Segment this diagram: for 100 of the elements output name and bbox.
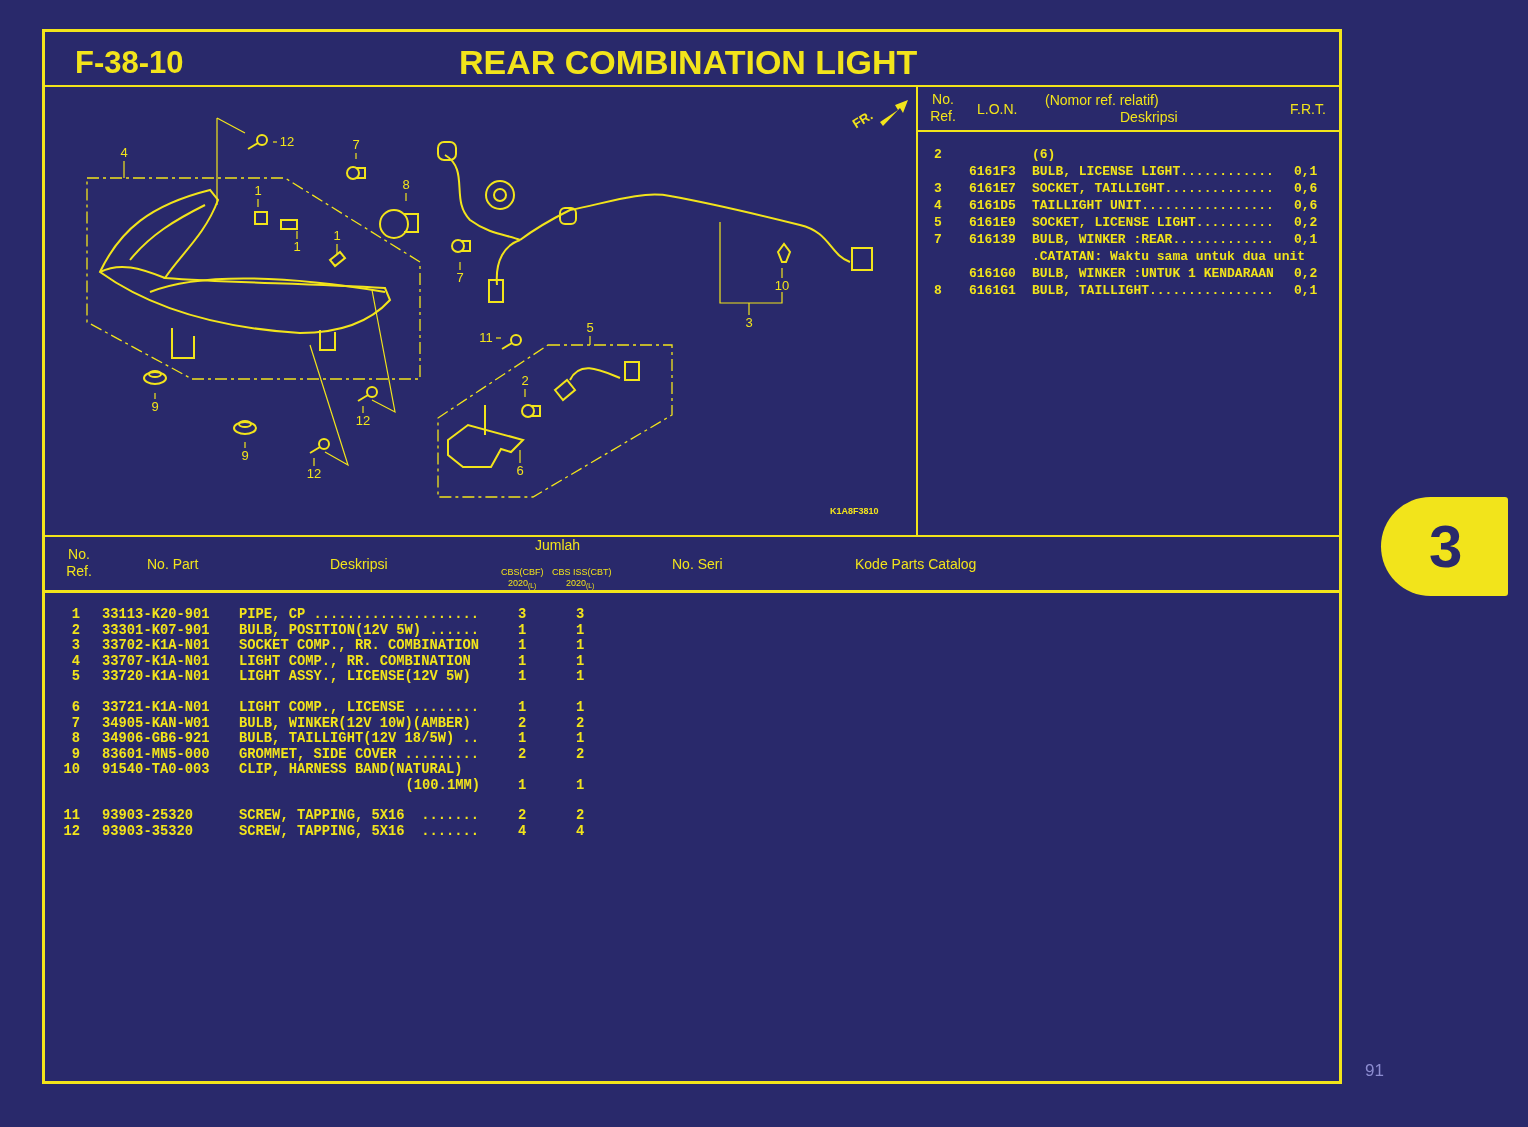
column-header: Jumlah (535, 537, 581, 553)
drawing-code: K1A8F3810 (830, 506, 879, 516)
ref-number: 2 (934, 146, 942, 163)
description-text: SOCKET, TAILLIGHT.............. (1032, 180, 1274, 197)
description-text: .CATATAN: Waktu sama untuk dua unit (1032, 248, 1306, 265)
leader-line (362, 405, 364, 414)
ref-number: 11 (63, 808, 80, 823)
callout-number: 8 (402, 178, 410, 192)
quantity-value: 1 (518, 653, 527, 669)
ref-number: 9 (71, 746, 80, 762)
column-header: CBS ISS(CBT) (552, 567, 612, 577)
description-text: LIGHT ASSY., LICENSE(12V 5W) (239, 669, 471, 684)
leader-line (244, 441, 246, 449)
part-number: 33301-K07-901 (102, 622, 210, 638)
column-header: No. Part (147, 556, 199, 572)
quantity-value: 2 (576, 808, 585, 823)
description-text: LIGHT COMP., LICENSE ........ (239, 700, 480, 715)
description-text: BULB, TAILLIGHT................ (1032, 282, 1274, 299)
quantity-value: 1 (576, 653, 585, 669)
title: REAR COMBINATION LIGHT (459, 45, 918, 79)
lon-code: 6161D5 (969, 197, 1016, 214)
leader-line (495, 337, 502, 339)
ref-number: 4 (71, 653, 80, 669)
callout-number: 12 (355, 414, 371, 428)
leader-line (154, 392, 156, 400)
quantity-value: 3 (518, 607, 527, 622)
column-header: (Nomor ref. relatif) (1045, 92, 1159, 108)
ref-number: 6 (71, 700, 80, 715)
description-text: CLIP, HARNESS BAND(NATURAL) (239, 762, 463, 777)
column-header: Kode Parts Catalog (855, 556, 977, 572)
column-header: CBS(CBF) (501, 567, 544, 577)
description-text: GROMMET, SIDE COVER ......... (239, 746, 480, 762)
ref-number: 7 (71, 715, 80, 731)
callout-number: 9 (151, 400, 159, 414)
quantity-value: 1 (576, 700, 585, 715)
callout-number: 1 (293, 240, 301, 254)
description-text: SOCKET COMP., RR. COMBINATION (239, 638, 480, 653)
description-text: LIGHT COMP., RR. COMBINATION (239, 653, 471, 669)
column-header: Deskripsi (1120, 109, 1178, 125)
ref-number: 5 (71, 669, 80, 684)
frt-value: 0,2 (1294, 265, 1318, 282)
description-text: SCREW, TAPPING, 5X16 ....... (239, 823, 480, 839)
front-marker-text: FR. (850, 108, 875, 131)
quantity-value: 1 (576, 731, 585, 746)
ref-number: 2 (71, 622, 80, 638)
ref-number: 8 (71, 731, 80, 746)
ref-number: 8 (934, 282, 942, 299)
ref-number: 5 (934, 214, 942, 231)
description-text: (6) (1032, 146, 1056, 163)
frt-value: 0,1 (1294, 163, 1318, 180)
quantity-value: 1 (576, 669, 585, 684)
callout-number: 7 (352, 138, 360, 152)
frt-value: 0,6 (1294, 197, 1318, 214)
quantity-value: 1 (576, 777, 585, 793)
quantity-value: 1 (576, 622, 585, 638)
callout-number: 2 (521, 374, 529, 388)
callout-number: 12 (279, 135, 295, 149)
leader-line (459, 261, 461, 271)
frt-value: 0,1 (1294, 282, 1318, 299)
callout-number: 3 (745, 316, 753, 330)
quantity-value: 3 (576, 607, 585, 622)
lon-code: 6161G0 (969, 265, 1016, 282)
quantity-value: 1 (518, 777, 527, 793)
column-header: F.R.T. (1290, 101, 1326, 117)
callout-number: 4 (120, 146, 128, 160)
leader-line (355, 152, 357, 160)
column-header: No. Seri (672, 556, 723, 572)
leader-line (524, 388, 526, 398)
leader-line (336, 243, 338, 255)
callout-number: 11 (479, 331, 493, 345)
leader-line (405, 192, 407, 202)
part-number: 33721-K1A-N01 (102, 700, 210, 715)
description-text: BULB, WINKER :REAR............. (1032, 231, 1274, 248)
part-number: 34906-GB6-921 (102, 731, 210, 746)
callout-number: 12 (306, 467, 322, 481)
frt-value: 0,6 (1294, 180, 1318, 197)
ref-number: 10 (63, 762, 80, 777)
column-header: Deskripsi (330, 556, 388, 572)
quantity-value: 1 (518, 700, 527, 715)
part-number: 91540-TA0-003 (102, 762, 210, 777)
ref-number: 4 (934, 197, 942, 214)
quantity-value: 4 (518, 823, 527, 839)
leader-line (313, 457, 315, 467)
lon-code: 6161F3 (969, 163, 1016, 180)
column-header: 2020$_{(L)}$ (508, 578, 537, 588)
leader-line (589, 335, 591, 346)
part-number: 34905-KAN-W01 (102, 715, 210, 731)
callout-number: 1 (254, 184, 262, 198)
leader-line (781, 267, 783, 279)
part-number: 83601-MN5-000 (102, 746, 210, 762)
quantity-value: 1 (576, 638, 585, 653)
column-header: L.O.N. (977, 101, 1018, 117)
part-number: 33707-K1A-N01 (102, 653, 210, 669)
callout-number: 10 (774, 279, 790, 293)
ref-number: 7 (934, 231, 942, 248)
lon-code: 6161E7 (969, 180, 1016, 197)
column-header: No. Ref. (65, 546, 93, 580)
description-text: TAILLIGHT UNIT................. (1032, 197, 1274, 214)
quantity-value: 1 (518, 638, 527, 653)
figure-code: F-38-10 (75, 47, 184, 78)
